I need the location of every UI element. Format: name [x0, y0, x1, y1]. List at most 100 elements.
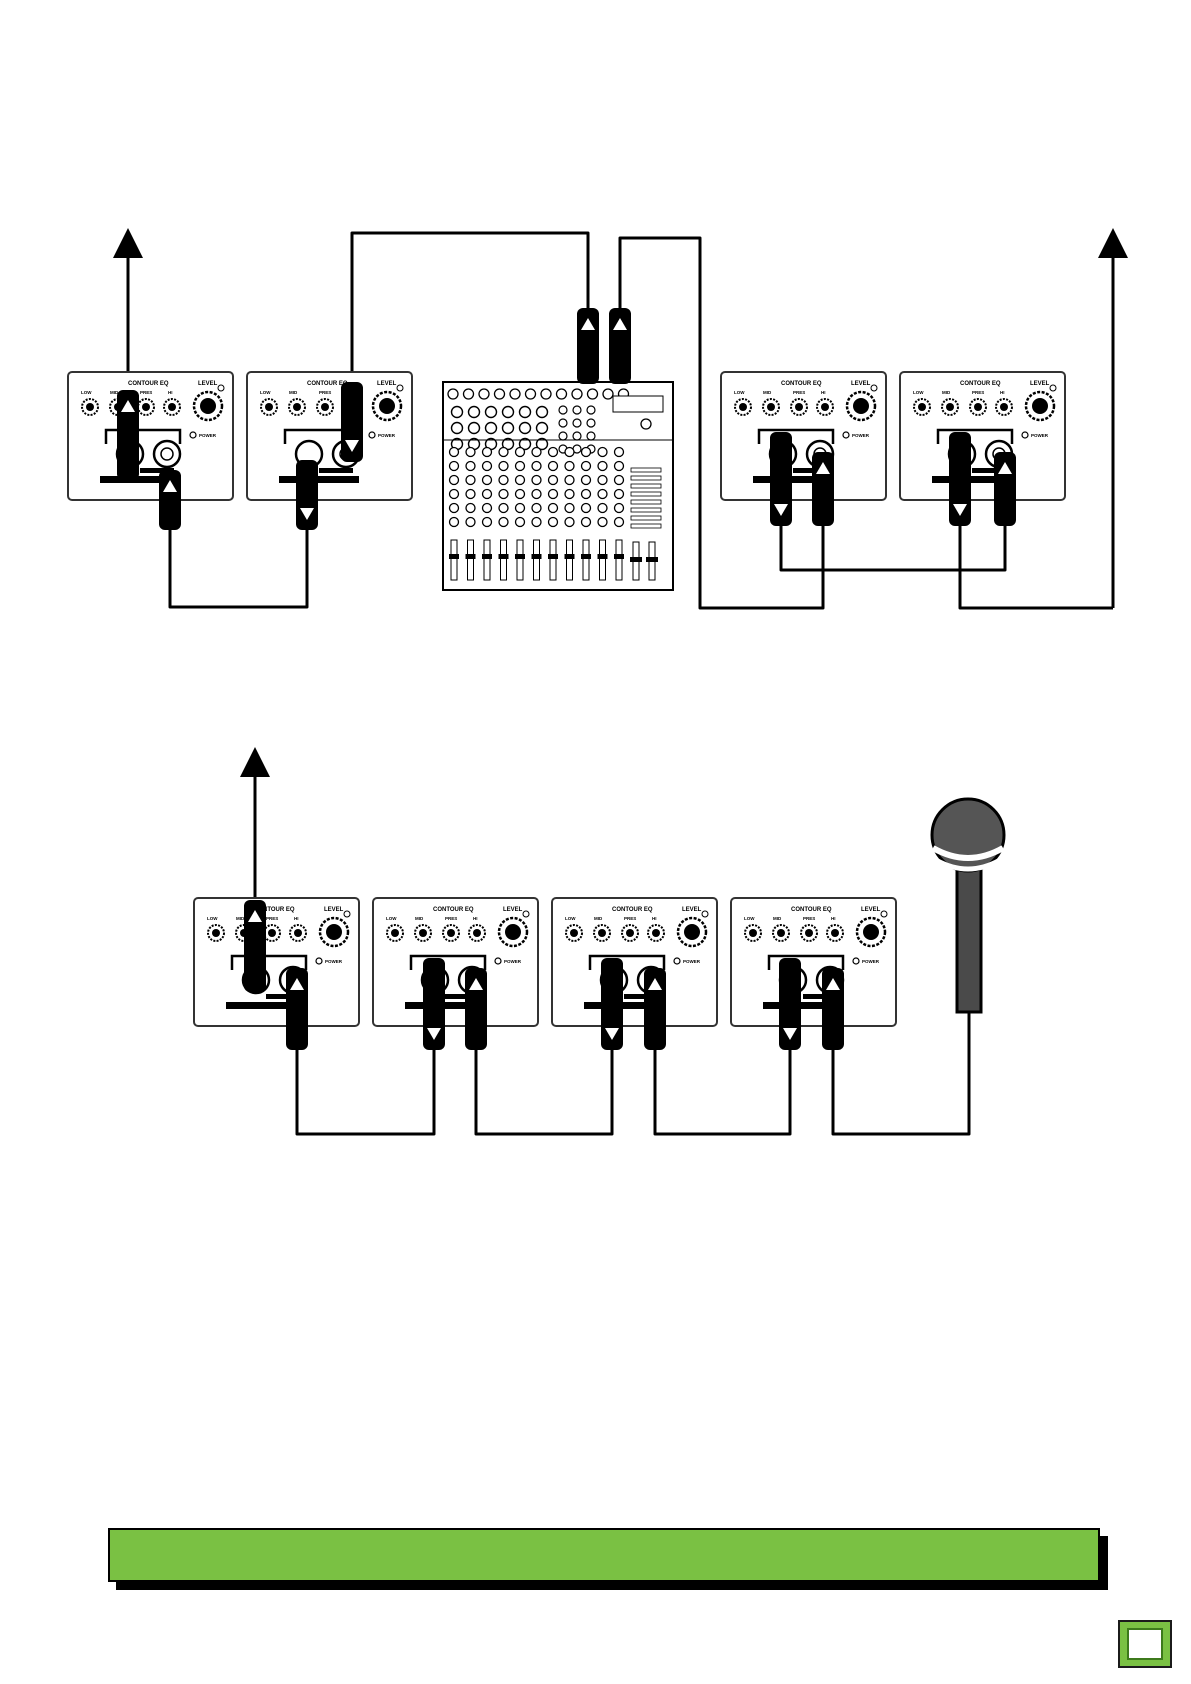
xlr-plug — [296, 460, 318, 530]
power-label: POWER — [325, 959, 343, 964]
level-label: LEVEL — [1030, 381, 1050, 387]
level-label: LEVEL — [198, 381, 218, 387]
xlr-plug — [159, 470, 181, 530]
level-label: LEVEL — [861, 907, 881, 913]
eq-band-label: HI — [821, 390, 826, 395]
xlr-plug — [423, 958, 445, 1050]
eq-band-label: MID — [236, 916, 245, 921]
level-label: LEVEL — [503, 907, 523, 913]
cable — [350, 231, 590, 395]
power-label: POWER — [862, 959, 880, 964]
power-label: POWER — [504, 959, 522, 964]
speaker-panel: CONTOUR EQ LEVEL LOW MID PRES HI POWER PARALLEL — [372, 897, 539, 1027]
eq-band-label: LOW — [207, 916, 218, 921]
xlr-plug — [341, 382, 363, 462]
eq-band-label: PRES — [624, 916, 636, 921]
power-label: POWER — [378, 433, 396, 438]
eq-band-label: PRES — [972, 390, 984, 395]
eq-band-label: MID — [942, 390, 951, 395]
contour-eq-label: CONTOUR EQ — [781, 381, 822, 387]
power-led — [315, 957, 323, 965]
power-led — [368, 431, 376, 439]
speaker-panel: CONTOUR EQ LEVEL LOW MID PRES HI POWER PARALLEL — [720, 371, 887, 501]
level-label: LEVEL — [324, 907, 344, 913]
eq-band-label: PRES — [266, 916, 278, 921]
eq-band-label: PRES — [793, 390, 805, 395]
xlr-plug — [117, 390, 139, 480]
parallel-label: PARALLEL — [975, 469, 994, 473]
contour-eq-label: CONTOUR EQ — [791, 907, 832, 913]
eq-band-label: HI — [294, 916, 299, 921]
panel-label-bar — [584, 1002, 664, 1009]
xlr-plug — [949, 432, 971, 526]
level-label: LEVEL — [851, 381, 871, 387]
power-led — [1021, 431, 1029, 439]
eq-band-label: LOW — [81, 390, 92, 395]
xlr-plug — [609, 308, 631, 384]
power-label: POWER — [683, 959, 701, 964]
contour-eq-label: CONTOUR EQ — [433, 907, 474, 913]
microphone — [930, 797, 1006, 1014]
panel-label-bar — [100, 476, 180, 483]
parallel-label: PARALLEL — [806, 995, 825, 999]
xlr-plug — [812, 452, 834, 526]
power-led — [189, 431, 197, 439]
xlr-plug — [994, 452, 1016, 526]
cable — [831, 1012, 971, 1136]
eq-band-label: MID — [415, 916, 424, 921]
xlr-plug — [577, 308, 599, 384]
eq-band-label: HI — [652, 916, 657, 921]
eq-band-label: LOW — [386, 916, 397, 921]
level-label: LEVEL — [682, 907, 702, 913]
power-led — [494, 957, 502, 965]
contour-eq-label: CONTOUR EQ — [128, 381, 169, 387]
eq-band-label: PRES — [445, 916, 457, 921]
panel-label-bar — [279, 476, 359, 483]
eq-band-label: LOW — [734, 390, 745, 395]
contour-eq-label: CONTOUR EQ — [612, 907, 653, 913]
eq-band-label: HI — [473, 916, 478, 921]
eq-band-label: PRES — [803, 916, 815, 921]
cable — [295, 1050, 436, 1136]
eq-band-label: MID — [773, 916, 782, 921]
level-label: LEVEL — [377, 381, 397, 387]
xlr-plug — [286, 968, 308, 1050]
parallel-label: PARALLEL — [269, 995, 288, 999]
power-label: POWER — [199, 433, 217, 438]
parallel-label: PARALLEL — [448, 995, 467, 999]
eq-band-label: MID — [763, 390, 772, 395]
parallel-label: PARALLEL — [796, 469, 815, 473]
cable — [958, 570, 1113, 610]
xlr-plug — [601, 958, 623, 1050]
xlr-plug — [822, 968, 844, 1050]
contour-eq-label: CONTOUR EQ — [307, 381, 348, 387]
parallel-label: PARALLEL — [143, 469, 162, 473]
eq-band-label: MID — [594, 916, 603, 921]
power-led — [673, 957, 681, 965]
power-label: POWER — [852, 433, 870, 438]
power-led — [842, 431, 850, 439]
xlr-plug — [244, 900, 266, 992]
panel-label-bar — [226, 1002, 306, 1009]
cable — [618, 236, 702, 600]
cable — [653, 1050, 792, 1136]
xlr-plug — [770, 432, 792, 526]
eq-band-label: MID — [289, 390, 298, 395]
eq-band-label: PRES — [140, 390, 152, 395]
eq-band-label: LOW — [913, 390, 924, 395]
eq-band-label: HI — [1000, 390, 1005, 395]
panel-label-bar — [753, 476, 833, 483]
contour-eq-label: CONTOUR EQ — [254, 907, 295, 913]
contour-eq-label: CONTOUR EQ — [960, 381, 1001, 387]
mixer — [442, 381, 674, 591]
eq-band-label: LOW — [260, 390, 271, 395]
cable — [781, 525, 1007, 572]
page-number — [1129, 1630, 1161, 1658]
parallel-label: PARALLEL — [627, 995, 646, 999]
eq-band-label: HI — [831, 916, 836, 921]
panel-label-bar — [763, 1002, 843, 1009]
